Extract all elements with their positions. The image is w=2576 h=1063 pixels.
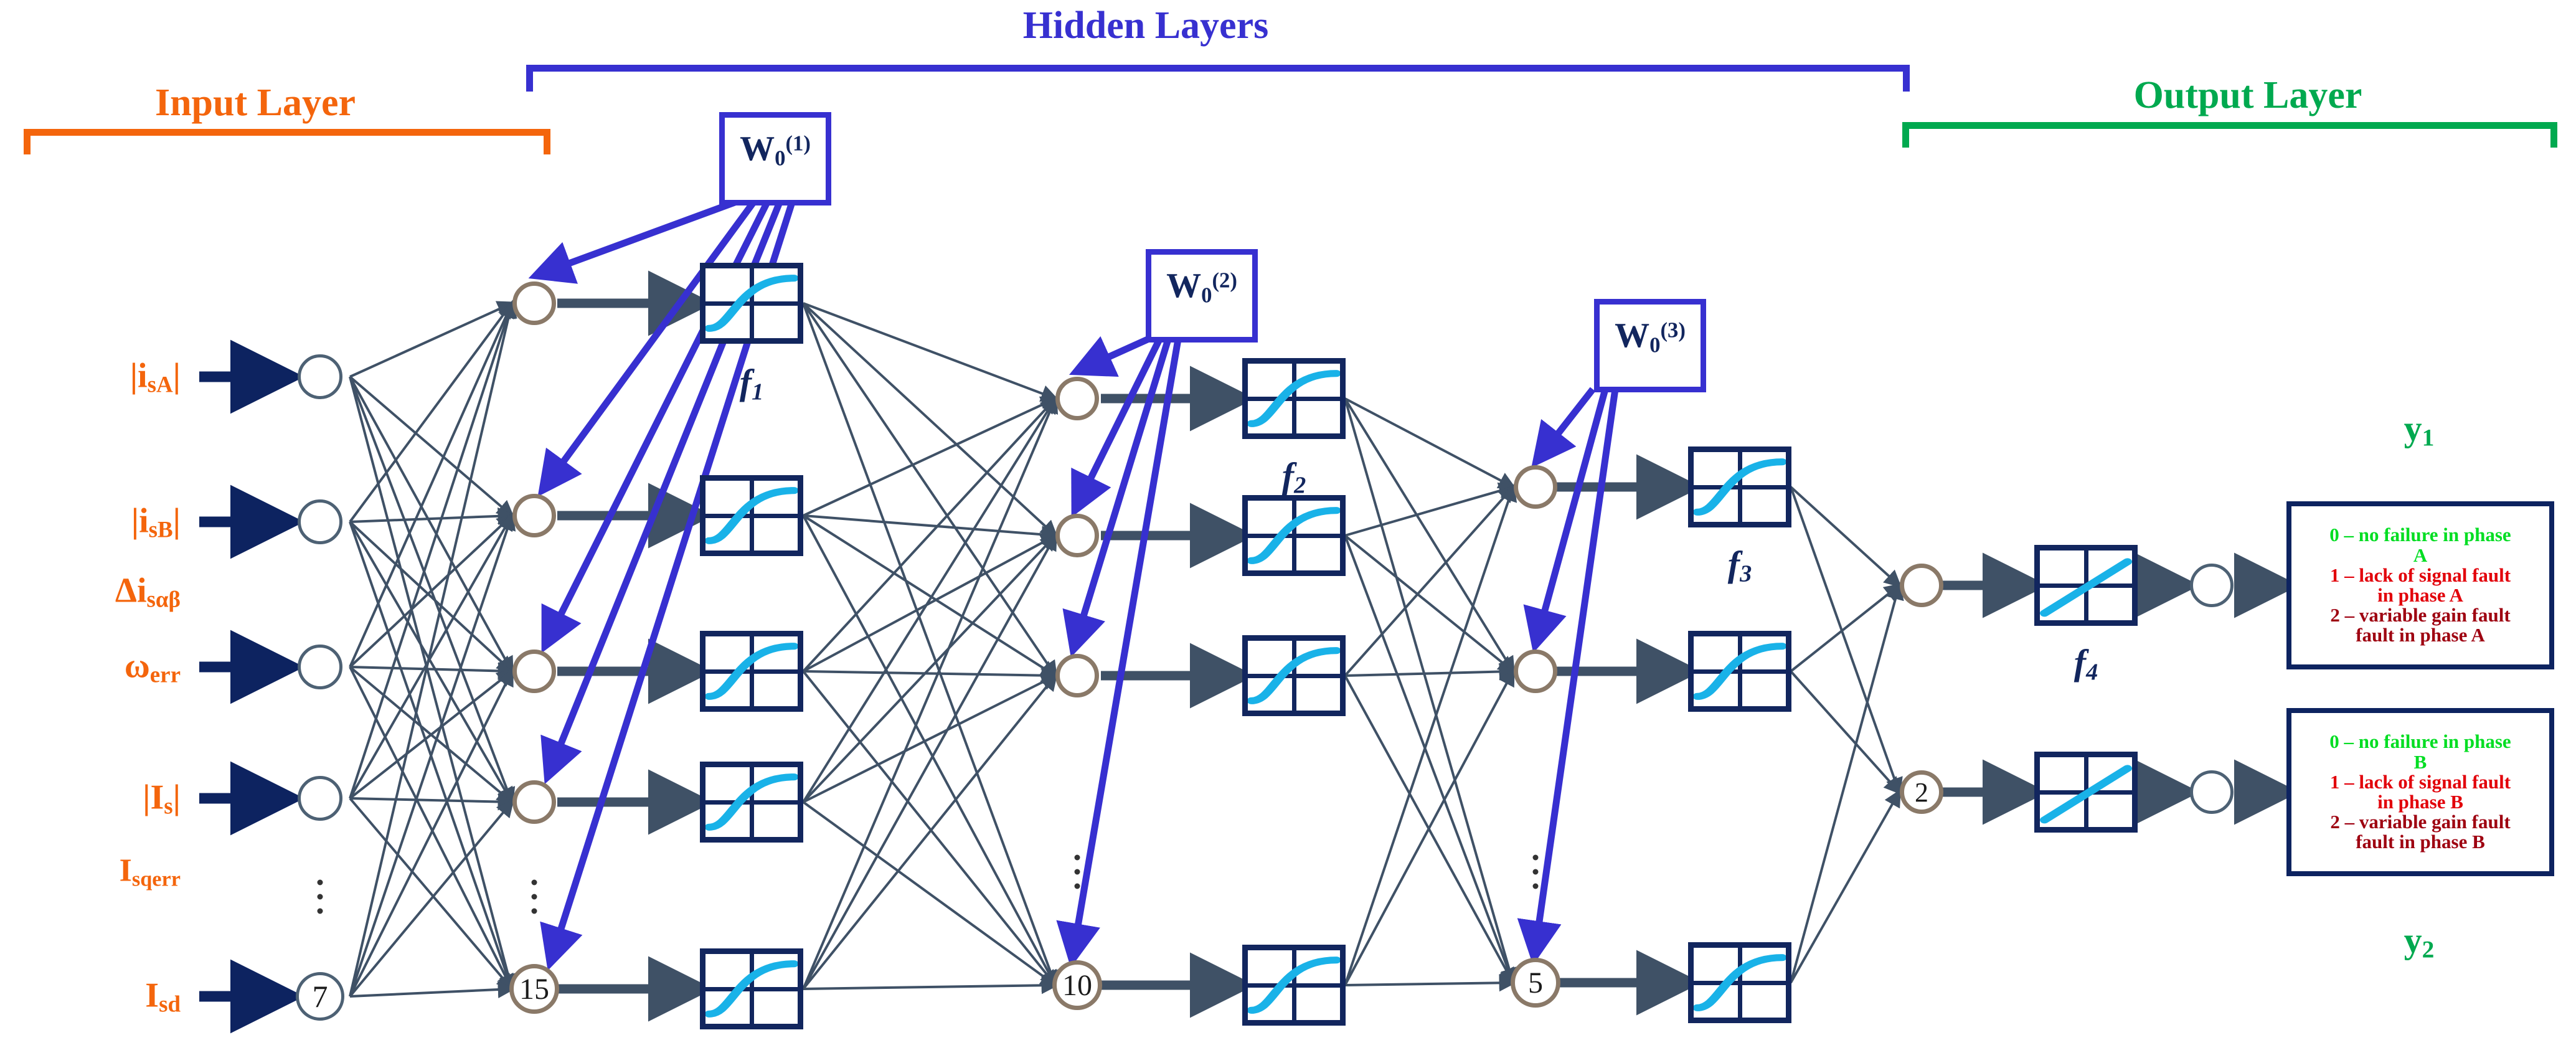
hidden-layers-bracket bbox=[526, 65, 1910, 92]
activation-box-f1 bbox=[700, 475, 803, 556]
hidden1-neuron bbox=[512, 281, 556, 325]
activation-box-f2 bbox=[1242, 495, 1346, 576]
output-label-y2: y2 bbox=[2404, 920, 2435, 963]
input-layer-ellipsis bbox=[317, 879, 323, 914]
output-layer-title: Output Layer bbox=[2133, 74, 2362, 116]
output-line-0b: A bbox=[2413, 544, 2428, 566]
input-label-isB: |isB| bbox=[131, 501, 181, 542]
hidden3-neuron bbox=[1514, 465, 1557, 509]
output-description-box-y2: 0 – no failure in phase B 1 – lack of si… bbox=[2286, 708, 2554, 876]
activation-box-f2 bbox=[1242, 635, 1346, 716]
output-line-0: 0 – no failure in phase bbox=[2329, 524, 2511, 546]
activation-box-f1 bbox=[700, 948, 803, 1029]
output-line-1: 1 – lack of signal fault bbox=[2329, 770, 2511, 793]
activation-box-f1 bbox=[700, 762, 803, 843]
hidden-layers-title: Hidden Layers bbox=[1022, 4, 1269, 47]
output-line-1: 1 – lack of signal fault bbox=[2329, 564, 2511, 586]
hidden3-neuron bbox=[1514, 650, 1557, 693]
input-label-Is: |Is| bbox=[143, 778, 181, 819]
input-label-isA: |isA| bbox=[130, 356, 181, 397]
input-label-Isd: Isd bbox=[145, 976, 181, 1017]
hidden1-neuron bbox=[512, 650, 556, 693]
output-line-2: 2 – variable gain fault bbox=[2330, 811, 2511, 833]
hidden2-ellipsis bbox=[1074, 854, 1080, 889]
hidden3-neuron-count: 5 bbox=[1511, 958, 1560, 1008]
output-final-neuron bbox=[2190, 564, 2234, 607]
activation-box-f1 bbox=[700, 263, 803, 344]
input-neuron bbox=[298, 776, 342, 821]
hidden2-neuron bbox=[1055, 654, 1099, 697]
activation-box-f3 bbox=[1688, 446, 1791, 527]
activation-box-f2 bbox=[1242, 945, 1346, 1026]
input-neuron bbox=[298, 354, 342, 399]
linear-curve-icon bbox=[2040, 558, 2132, 617]
output-line-0: 0 – no failure in phase bbox=[2329, 730, 2511, 753]
activation-label-f4: f4 bbox=[2074, 642, 2098, 686]
activation-box-f2 bbox=[1242, 358, 1346, 439]
input-layer-title: Input Layer bbox=[154, 82, 356, 124]
weight-box-w2: W0(2) bbox=[1146, 249, 1258, 343]
output-line-2b: fault in phase B bbox=[2356, 831, 2485, 853]
output-layer-bracket bbox=[1902, 122, 2557, 148]
hidden1-neuron bbox=[512, 780, 556, 824]
input-neuron bbox=[298, 499, 342, 544]
hidden3-ellipsis bbox=[1532, 854, 1539, 889]
input-label-delta-isab: Δisαβ bbox=[115, 571, 181, 612]
output-label-y1: y1 bbox=[2404, 408, 2435, 451]
sigmoid-curve-icon bbox=[705, 275, 798, 332]
input-label-Isqerr: Isqerr bbox=[119, 853, 181, 891]
weight-box-w3: W0(3) bbox=[1594, 299, 1706, 392]
hidden1-ellipsis bbox=[531, 879, 537, 914]
output-description-box-y1: 0 – no failure in phase A 1 – lack of si… bbox=[2286, 501, 2554, 669]
output-line-0b: B bbox=[2413, 750, 2427, 773]
activation-label-f1: f1 bbox=[739, 362, 764, 405]
weight-box-w1: W0(1) bbox=[719, 112, 831, 206]
hidden1-neuron bbox=[512, 494, 556, 537]
activation-box-f4 bbox=[2034, 752, 2138, 833]
input-neuron-count: 7 bbox=[296, 972, 344, 1021]
hidden1-neuron-count: 15 bbox=[509, 964, 559, 1014]
output-line-2b: fault in phase A bbox=[2356, 624, 2485, 646]
activation-box-f1 bbox=[700, 631, 803, 712]
hidden2-neuron bbox=[1055, 377, 1099, 420]
output-line-1b: in phase B bbox=[2377, 791, 2463, 813]
input-neuron bbox=[298, 645, 342, 689]
activation-label-f3: f3 bbox=[1727, 544, 1752, 587]
output-line-1b: in phase A bbox=[2377, 584, 2463, 606]
hidden2-neuron-count: 10 bbox=[1052, 960, 1102, 1010]
input-label-omega-err: ωerr bbox=[124, 646, 181, 687]
output-final-neuron bbox=[2190, 770, 2234, 814]
input-layer-bracket bbox=[24, 129, 550, 154]
hidden2-neuron bbox=[1055, 514, 1099, 557]
activation-box-f4 bbox=[2034, 545, 2138, 626]
output-neuron-count: 2 bbox=[1900, 770, 1943, 814]
activation-box-f3 bbox=[1688, 942, 1791, 1023]
activation-box-f3 bbox=[1688, 631, 1791, 712]
activation-label-f2: f2 bbox=[1281, 455, 1306, 499]
output-line-2: 2 – variable gain fault bbox=[2330, 604, 2511, 626]
output-neuron bbox=[1900, 564, 1943, 607]
